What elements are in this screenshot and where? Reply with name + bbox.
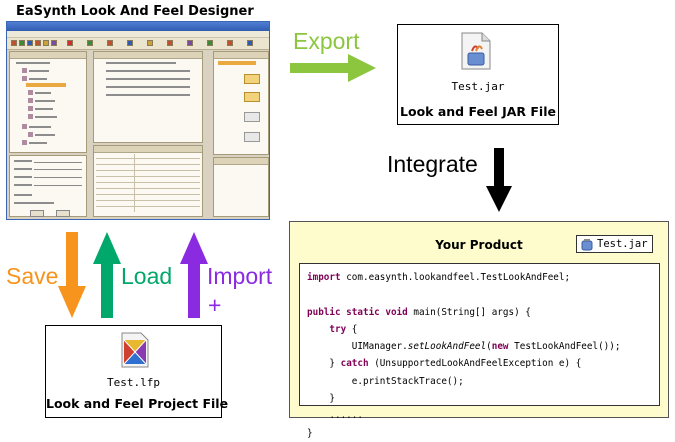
load-arrow-shape	[93, 232, 121, 318]
code-line-9: ......	[307, 410, 363, 422]
code-keyword-import: import	[307, 272, 341, 283]
integrate-arrow	[486, 148, 512, 212]
code-box: import com.easynth.lookandfeel.TestLookA…	[299, 263, 660, 439]
import-plus: +	[208, 292, 222, 318]
jar-file-name: Test.jar	[451, 80, 505, 93]
designer-screenshot	[6, 21, 270, 220]
import-label: Import	[207, 263, 273, 289]
designer-properties-pane	[93, 145, 203, 217]
project-file-name: Test.lfp	[107, 376, 160, 389]
export-arrow-shape	[290, 54, 376, 82]
code-line-1: import com.easynth.lookandfeel.TestLookA…	[307, 269, 659, 286]
load-arrow	[93, 232, 121, 318]
load-label: Load	[121, 263, 173, 289]
designer-preview-pane	[213, 51, 269, 155]
import-arrow	[180, 232, 208, 318]
code-line-3: public static void main(String[] args) {	[307, 306, 531, 318]
product-jar-chip: Test.jar	[576, 235, 653, 253]
project-file-label: Look and Feel Project File	[46, 396, 229, 411]
export-arrow	[290, 54, 376, 82]
save-arrow-shape	[58, 232, 86, 318]
integrate-label: Integrate	[387, 151, 478, 177]
designer-output-pane	[213, 157, 269, 217]
code-line-4: try {	[329, 323, 358, 335]
designer-window-titlebar	[7, 22, 269, 31]
save-arrow	[58, 232, 86, 318]
import-arrow-shape	[180, 232, 208, 318]
code-line-6: } catch (UnsupportedLookAndFeelException…	[307, 358, 582, 370]
designer-tree-pane	[9, 51, 87, 153]
save-label: Save	[6, 263, 59, 289]
designer-painters-pane	[93, 51, 203, 143]
product-box: Your Product Test.jar import com.easynth…	[289, 221, 669, 439]
code-line-8: }	[307, 393, 335, 405]
product-title: Your Product	[435, 238, 523, 252]
code-line-10: }	[307, 427, 313, 439]
code-import-path: com.easynth.lookandfeel.TestLookAndFeel;	[346, 272, 571, 283]
designer-title: EaSynth Look And Feel Designer	[16, 4, 254, 19]
jar-file-icon	[461, 32, 491, 70]
project-file-box: Test.lfp Look and Feel Project File	[45, 325, 229, 418]
jar-file-label: Look and Feel JAR File	[400, 104, 556, 119]
jar-chip-text: Test.jar	[597, 238, 648, 250]
export-label: Export	[293, 28, 360, 54]
designer-menubar	[7, 31, 269, 38]
code-line-7: e.printStackTrace();	[307, 375, 464, 387]
code-line-2	[307, 286, 659, 303]
lfp-file-icon	[121, 332, 149, 368]
jar-chip-icon	[581, 239, 593, 251]
jar-file-box: Test.jar Look and Feel JAR File	[397, 24, 559, 125]
designer-toolbar	[7, 38, 269, 50]
integrate-arrow-shape	[486, 148, 512, 212]
code-line-5: UIManager.setLookAndFeel(new TestLookAnd…	[307, 341, 621, 353]
designer-style-pane	[9, 155, 87, 217]
